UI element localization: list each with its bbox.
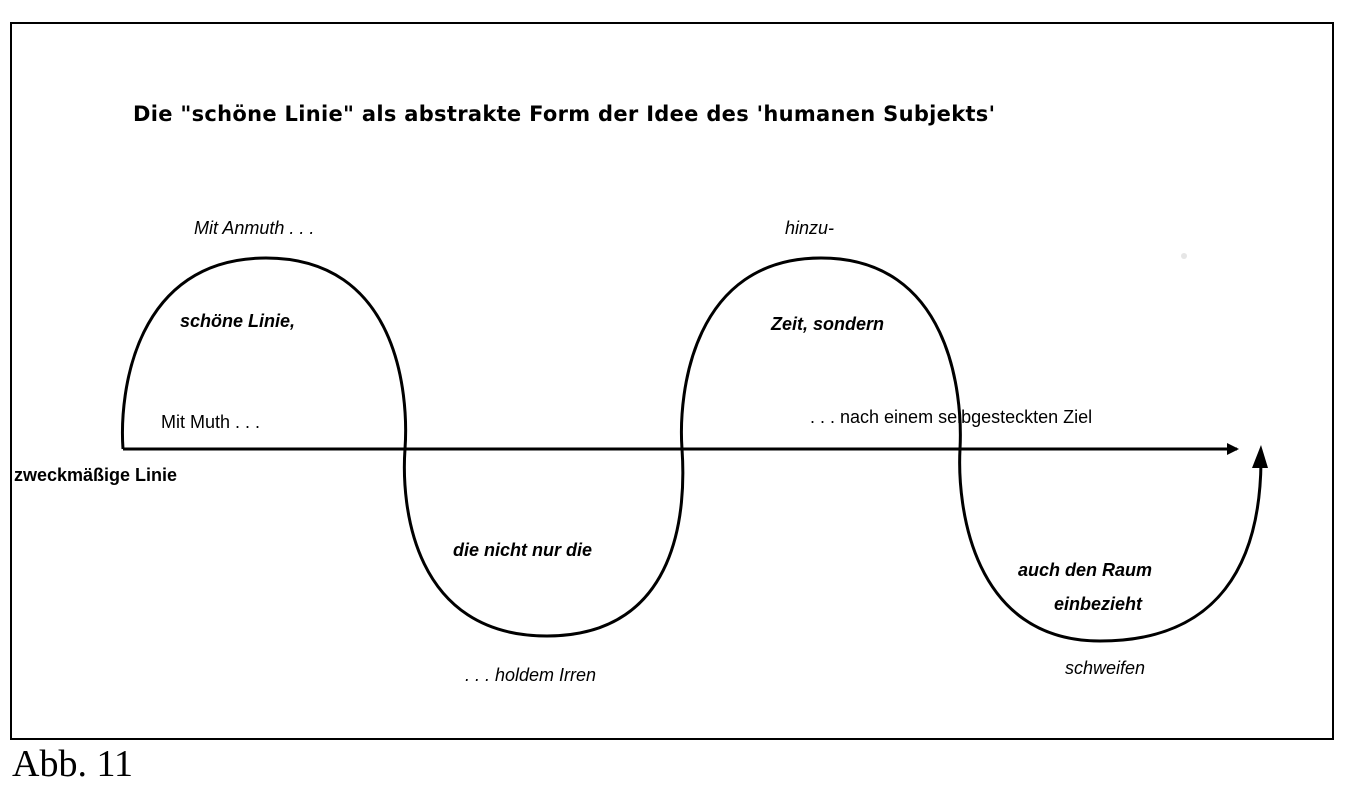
label-mit-anmuth: Mit Anmuth . . . (194, 218, 315, 238)
diagram-frame: Die "schöne Linie" als abstrakte Form de… (10, 22, 1334, 740)
label-zeit-sondern: Zeit, sondern (771, 314, 885, 334)
diagram-title: Die "schöne Linie" als abstrakte Form de… (133, 102, 996, 126)
label-die-nicht-nur-die: die nicht nur die (453, 540, 593, 560)
label-einbezieht: einbezieht (1054, 594, 1143, 614)
wave-arrowhead (1252, 445, 1268, 468)
label-nach-einem-ziel: . . . nach einem selbgesteckten Ziel (810, 407, 1093, 427)
label-auch-den-raum: auch den Raum (1018, 560, 1153, 580)
frame-border (10, 22, 1334, 740)
diagram-canvas (10, 22, 1334, 740)
label-schoene-linie: schöne Linie, (180, 311, 296, 331)
label-zweckmaessige-linie: zweckmäßige Linie (14, 465, 178, 485)
beautiful-wave-line (121, 256, 1263, 643)
figure-caption: Abb. 11 (12, 743, 134, 785)
label-hinzu: hinzu- (785, 218, 835, 238)
label-holdem-irren: . . . holdem Irren (465, 665, 597, 685)
speck-mark (1181, 253, 1187, 259)
label-schweifen: schweifen (1065, 658, 1146, 678)
label-mit-muth: Mit Muth . . . (161, 412, 261, 432)
